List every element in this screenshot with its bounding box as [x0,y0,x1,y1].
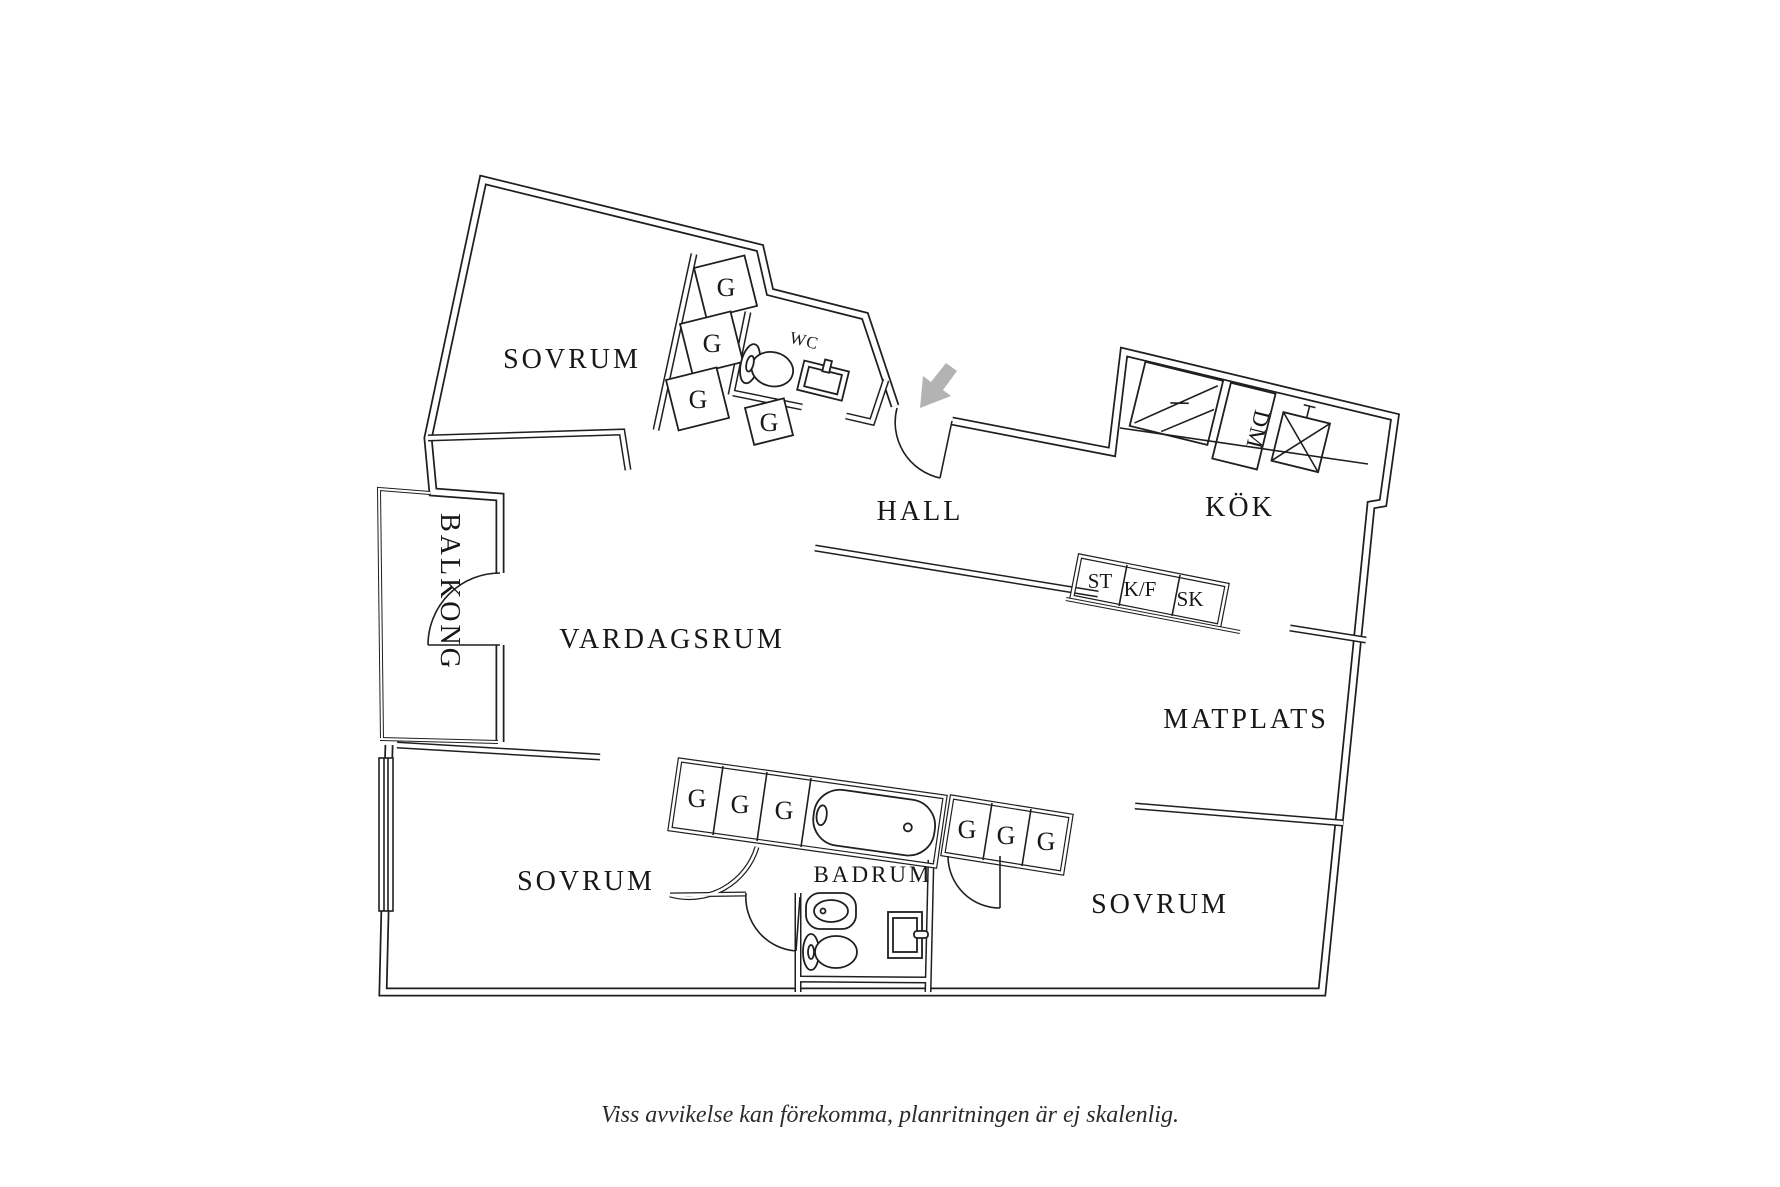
room-label-living: VARDAGSRUM [559,624,785,655]
wardrobe-label: G [775,796,794,825]
room-label-bedroom1: SOVRUM [503,344,641,375]
room-label-hall: HALL [877,496,964,527]
cabinet-label-sk: SK [1177,587,1204,611]
room-label-kitchen: KÖK [1205,492,1275,523]
wardrobe-boxes-bedroom1 [664,254,795,446]
bathroom-sink-icon [887,911,929,959]
bath-strip [712,765,937,857]
room-label-bedroom3: SOVRUM [1091,889,1229,920]
wc-fixtures [739,343,851,402]
disclaimer-text: Viss avvikelse kan förekomma, planritnin… [601,1102,1179,1128]
wardrobe-label: G [717,273,736,302]
wardrobe-label: G [688,784,707,813]
room-label-balcony: BALKONG [434,513,465,671]
wardrobe-boxes-bedroom3 [982,802,1032,867]
room-label-dining: MATPLATS [1163,704,1329,735]
kitchen-counter-edge [1119,427,1369,465]
cabinet-label-kf: K/F [1124,577,1157,601]
wardrobe-label: G [760,408,779,437]
entrance-arrow-icon [920,363,957,408]
bathtub-icon [812,788,937,857]
bidet-icon [805,892,857,930]
room-label-bathroom: BADRUM [814,862,933,887]
cabinet-row [1118,564,1181,617]
wardrobe-label: G [689,385,708,414]
wardrobe-label: G [731,790,750,819]
bathtub-drain-icon [902,822,913,833]
wardr obe-label: G [703,329,722,358]
door-arcs [427,407,1001,952]
toilet-icon [802,933,858,971]
window [378,757,394,912]
room-label-bedroom2: SOVRUM [517,866,655,897]
room-label-wc: WC [788,328,821,353]
bathroom-fixtures [802,892,929,971]
bathtub-faucet-icon [815,804,828,827]
wardrobe-label: G [997,821,1016,850]
wardrobe-label: G [1037,827,1056,856]
cabinet-label-st: ST [1088,569,1113,593]
balcony-railing [377,487,1242,744]
closet-and-cabinet-walls [670,556,1227,898]
wardrobe-label: G [958,815,977,844]
